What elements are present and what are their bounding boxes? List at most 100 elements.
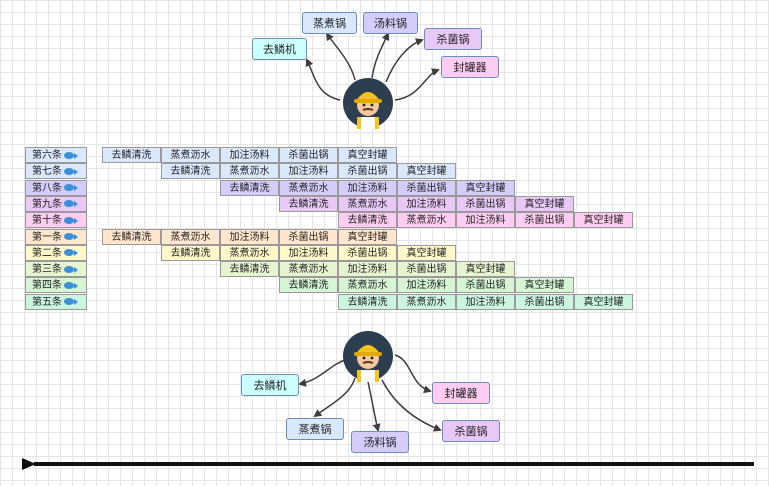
schedule-cell: 杀菌出锅 (279, 147, 338, 163)
worker-icon (343, 331, 393, 382)
connector-top-sealer (394, 68, 440, 101)
lane-label-text: 第八条 (32, 182, 62, 194)
schedule-cell: 真空封罐 (397, 163, 456, 180)
schedule-cell: 真空封罐 (456, 179, 515, 196)
schedule-cell: 加注汤料 (456, 212, 515, 229)
schedule-cell: 杀菌出锅 (456, 277, 515, 294)
schedule-cell: 真空封罐 (515, 277, 574, 294)
schedule-cell: 去鳞清洗 (338, 293, 397, 310)
schedule-cell: 真空封罐 (397, 244, 456, 261)
top-descaler-node: 去鳞机 (252, 38, 307, 60)
lane-label-text: 第二条 (32, 247, 62, 259)
schedule-cell: 去鳞清洗 (279, 277, 338, 294)
node-label: 蒸煮锅 (298, 423, 332, 436)
node-label: 杀菌锅 (454, 425, 488, 438)
connector-bottom-sealer (394, 354, 432, 394)
schedule-cell: 加注汤料 (220, 228, 279, 245)
lane-label: 第八条 (25, 179, 87, 196)
schedule-cell: 真空封罐 (338, 147, 397, 163)
top-steamer-node: 蒸煮锅 (302, 12, 357, 34)
schedule-cell: 蒸煮沥水 (161, 147, 220, 163)
schedule-cell: 加注汤料 (456, 293, 515, 310)
schedule-cell: 蒸煮沥水 (338, 277, 397, 294)
fish-icon (64, 233, 78, 240)
schedule-cell: 蒸煮沥水 (279, 179, 338, 196)
node-label: 汤料锅 (374, 17, 407, 30)
lane-label: 第三条 (25, 261, 87, 278)
schedule-cell: 杀菌出锅 (397, 261, 456, 278)
schedule-cell: 真空封罐 (456, 261, 515, 278)
schedule-cell: 蒸煮沥水 (279, 261, 338, 278)
schedule-cell: 杀菌出锅 (397, 179, 456, 196)
node-label: 封罐器 (444, 387, 478, 400)
schedule-cell: 杀菌出锅 (515, 212, 574, 229)
schedule-cell: 加注汤料 (279, 163, 338, 180)
bottom-descaler-node: 去鳞机 (241, 374, 299, 396)
lane-label: 第四条 (25, 277, 87, 294)
lane-label: 第五条 (25, 293, 87, 310)
schedule-cell: 真空封罐 (574, 212, 633, 229)
lane-label-text: 第一条 (32, 231, 62, 243)
schedule-cell: 去鳞清洗 (102, 228, 161, 245)
worker-icon (343, 78, 393, 129)
schedule-cell: 去鳞清洗 (220, 179, 279, 196)
node-label: 封罐器 (453, 61, 487, 74)
node-label: 去鳞机 (263, 43, 296, 56)
connector-bottom-descaler (298, 359, 346, 387)
connector-top-descaler (305, 58, 341, 101)
schedule-cell: 真空封罐 (338, 228, 397, 245)
fish-icon (64, 184, 78, 192)
worker-avatar (342, 77, 394, 129)
schedule-cell: 去鳞清洗 (161, 163, 220, 180)
schedule-cell: 去鳞清洗 (220, 261, 279, 278)
lane-label: 第六条 (25, 147, 87, 163)
bottom-steamer-node: 蒸煮锅 (286, 418, 344, 440)
schedule-cell: 加注汤料 (220, 147, 279, 163)
schedule-cell: 蒸煮沥水 (220, 244, 279, 261)
lane-label-text: 第五条 (32, 296, 62, 308)
schedule-cell: 去鳞清洗 (161, 244, 220, 261)
fish-icon (64, 151, 78, 159)
schedule-cell: 蒸煮沥水 (161, 228, 220, 245)
schedule-cell: 去鳞清洗 (102, 147, 161, 163)
lane-label-text: 第三条 (32, 264, 62, 276)
schedule-cell: 加注汤料 (279, 244, 338, 261)
connector-top-sterilizer (385, 38, 424, 83)
schedule-cell: 去鳞清洗 (279, 195, 338, 212)
schedule-cell: 真空封罐 (574, 293, 633, 310)
lane-label-text: 第七条 (32, 166, 62, 178)
top-sealer-node: 封罐器 (441, 56, 499, 78)
schedule-cell: 加注汤料 (397, 195, 456, 212)
fish-icon (64, 298, 78, 306)
bottom-sealer-node: 封罐器 (432, 382, 490, 404)
lane-label: 第二条 (25, 244, 87, 261)
lane-label-text: 第四条 (32, 280, 62, 292)
schedule-cell: 去鳞清洗 (338, 212, 397, 229)
lane-label-text: 第十条 (32, 215, 62, 227)
lane-label-text: 第六条 (32, 150, 62, 161)
lane-label-text: 第九条 (32, 198, 62, 210)
schedule-cell: 加注汤料 (338, 179, 397, 196)
fish-icon (64, 265, 78, 273)
bottom-souper-node: 汤料锅 (351, 431, 409, 453)
node-label: 杀菌锅 (436, 33, 470, 46)
fish-icon (64, 216, 78, 224)
fish-icon (64, 249, 78, 257)
node-label: 去鳞机 (253, 379, 287, 392)
connector-bottom-sterilizer (381, 379, 442, 432)
connector-top-souper (371, 32, 390, 79)
fish-icon (64, 200, 78, 208)
node-label: 蒸煮锅 (313, 17, 346, 30)
top-sterilizer-node: 杀菌锅 (424, 28, 482, 50)
bottom-sterilizer-node: 杀菌锅 (442, 420, 500, 442)
node-label: 汤料锅 (363, 436, 397, 449)
schedule-cell: 蒸煮沥水 (338, 195, 397, 212)
connector-bottom-souper (367, 381, 381, 432)
schedule-cell: 杀菌出锅 (338, 163, 397, 180)
lane-label: 第十条 (25, 212, 87, 229)
worker-avatar (342, 330, 394, 382)
top-souper-node: 汤料锅 (363, 12, 418, 34)
schedule-cell: 加注汤料 (338, 261, 397, 278)
lane-label: 第九条 (25, 195, 87, 212)
